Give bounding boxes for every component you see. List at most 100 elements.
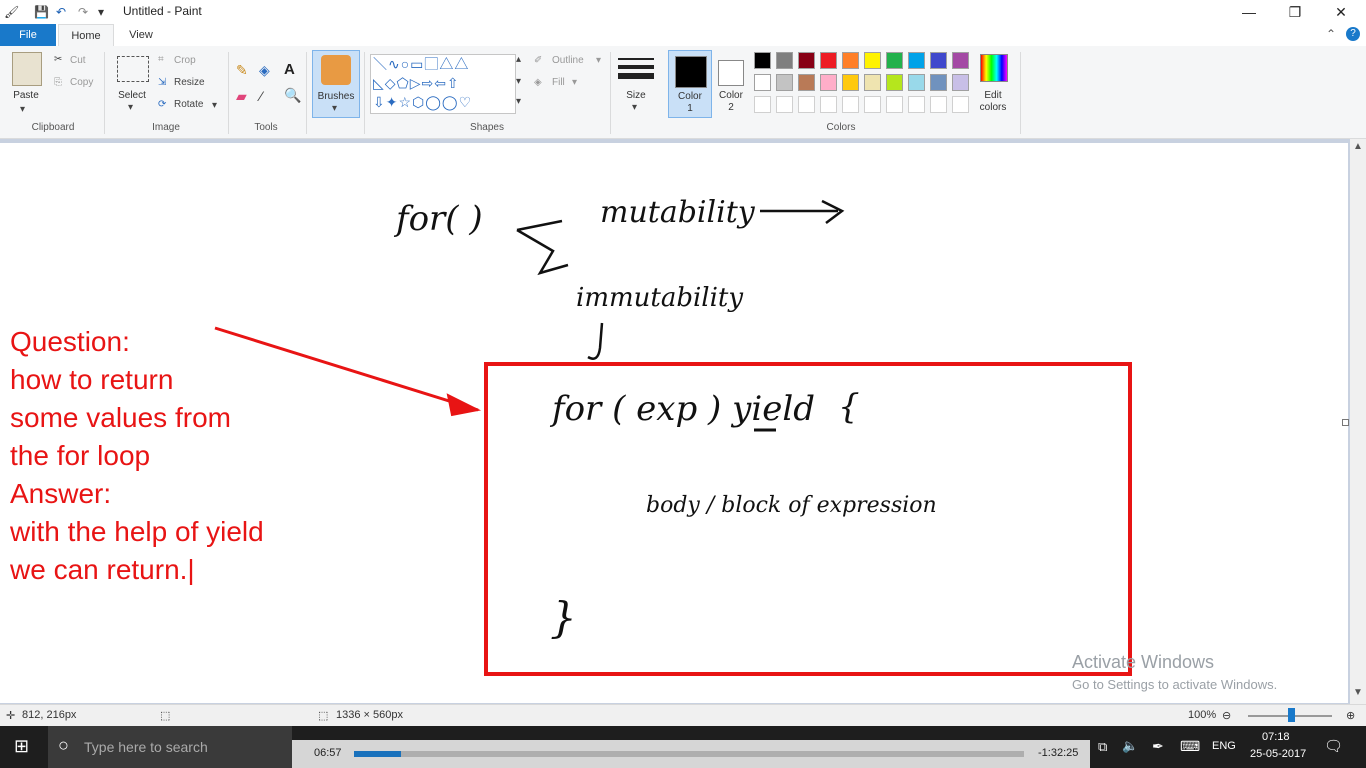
fill-bucket-icon[interactable]: ◈	[259, 62, 270, 78]
taskbar-clock-time[interactable]: 07:18	[1262, 731, 1290, 743]
volume-icon[interactable]: 🔈	[1122, 738, 1139, 753]
color-swatch[interactable]	[864, 96, 881, 113]
color-swatch[interactable]	[820, 96, 837, 113]
paste-button[interactable]: Paste	[13, 90, 39, 101]
brushes-button[interactable]: Brushes ▾	[312, 50, 360, 118]
shapes-expand-icon[interactable]: ▾	[516, 96, 522, 107]
size-icon[interactable]	[618, 56, 654, 84]
color-swatch[interactable]	[930, 74, 947, 91]
color-swatch[interactable]	[886, 74, 903, 91]
edit-colors-icon[interactable]	[980, 54, 1008, 82]
outline-dropdown-icon[interactable]: ▾	[596, 55, 602, 66]
resize-button[interactable]: Resize	[174, 77, 205, 88]
select-icon[interactable]	[117, 56, 149, 82]
color-swatch[interactable]	[820, 52, 837, 69]
color-swatch[interactable]	[842, 74, 859, 91]
restore-button[interactable]: ❐	[1288, 4, 1302, 20]
vertical-scrollbar[interactable]: ▲ ▼	[1350, 139, 1366, 704]
color-swatch[interactable]	[908, 52, 925, 69]
cut-button[interactable]: Cut	[70, 55, 86, 66]
color-swatch[interactable]	[754, 52, 771, 69]
outline-button[interactable]: Outline	[552, 55, 584, 66]
color-swatch[interactable]	[952, 74, 969, 91]
pencil-icon[interactable]: ✎	[236, 62, 248, 78]
color-swatch[interactable]	[886, 96, 903, 113]
save-icon[interactable]: 💾	[34, 5, 49, 19]
close-button[interactable]: ✕	[1335, 4, 1347, 20]
zoom-out-icon[interactable]: ⊖	[1222, 710, 1232, 722]
action-center-icon[interactable]: 🗨	[1324, 738, 1344, 755]
color-swatch[interactable]	[776, 74, 793, 91]
copy-icon[interactable]: ⎘	[54, 77, 62, 88]
rotate-dropdown-icon[interactable]: ▾	[212, 100, 218, 111]
redo-icon[interactable]: ↷	[78, 5, 89, 19]
color-swatch[interactable]	[886, 52, 903, 69]
color-swatch[interactable]	[776, 96, 793, 113]
color-swatch[interactable]	[798, 96, 815, 113]
keyboard-icon[interactable]: ⌨	[1180, 738, 1201, 754]
fill-icon[interactable]: ◈	[534, 77, 542, 88]
magnifier-icon[interactable]: 🔍	[284, 87, 302, 103]
taskbar-search-box[interactable]: ○ Type here to search	[48, 726, 292, 768]
windows-start-icon[interactable]: ⊞	[14, 736, 30, 756]
color-swatch[interactable]	[930, 52, 947, 69]
scroll-up-icon[interactable]: ▲	[1353, 141, 1363, 152]
text-tool-icon[interactable]: A	[284, 61, 295, 78]
zoom-in-icon[interactable]: ⊕	[1346, 710, 1356, 722]
crop-icon[interactable]: ⌗	[158, 54, 164, 65]
select-button[interactable]: Select	[118, 90, 146, 101]
copy-button[interactable]: Copy	[70, 77, 94, 88]
network-icon[interactable]: ⧉	[1098, 739, 1108, 754]
color-swatch[interactable]	[952, 96, 969, 113]
video-progress-track[interactable]	[354, 751, 1024, 757]
outline-icon[interactable]: ✐	[534, 55, 543, 66]
shapes-scroll-down-icon[interactable]: ▾	[516, 76, 522, 87]
color-swatch[interactable]	[864, 74, 881, 91]
color-swatch[interactable]	[776, 52, 793, 69]
color-swatch[interactable]	[842, 52, 859, 69]
color-swatch[interactable]	[820, 74, 837, 91]
paste-icon[interactable]	[12, 52, 42, 86]
tab-file[interactable]: File	[0, 24, 56, 46]
collapse-ribbon-icon[interactable]: ⌃	[1326, 27, 1337, 41]
drawing-canvas[interactable]: for( ) mutability immutability for ( exp…	[0, 143, 1349, 703]
color-swatch[interactable]	[798, 52, 815, 69]
taskbar-clock-date[interactable]: 25-05-2017	[1250, 748, 1307, 760]
resize-icon[interactable]: ⇲	[158, 77, 167, 88]
minimize-button[interactable]: —	[1242, 4, 1256, 20]
color-swatch[interactable]	[842, 96, 859, 113]
color1-button[interactable]: Color 1	[668, 50, 712, 118]
fill-dropdown-icon[interactable]: ▾	[572, 77, 578, 88]
size-button[interactable]: Size	[626, 90, 646, 101]
zoom-slider-thumb[interactable]	[1288, 708, 1295, 722]
fill-button[interactable]: Fill	[552, 77, 565, 88]
tab-home[interactable]: Home	[58, 24, 114, 47]
canvas-resize-handle[interactable]	[1342, 419, 1349, 426]
edit-colors-label-1[interactable]: Edit	[984, 90, 1002, 101]
shapes-gallery[interactable]: ＼∿○▭▢△△◺◇⬠▷⇨⇦⇧⇩✦☆⬡◯◯♡	[370, 54, 516, 114]
select-dropdown-icon[interactable]: ▾	[128, 102, 134, 113]
undo-icon[interactable]: ↶	[56, 5, 67, 19]
color-swatch[interactable]	[754, 96, 771, 113]
rotate-icon[interactable]: ⟳	[158, 99, 167, 110]
edit-colors-label-2[interactable]: colors	[979, 102, 1007, 113]
eraser-icon[interactable]: ▰	[236, 88, 247, 104]
color-swatch[interactable]	[754, 74, 771, 91]
video-player-controls[interactable]: 06:57 -1:32:25	[292, 740, 1090, 768]
shapes-scroll-up-icon[interactable]: ▴	[516, 54, 522, 65]
pen-icon[interactable]: ✒	[1152, 738, 1164, 754]
color-picker-icon[interactable]: ⁄	[260, 88, 263, 104]
color-swatch[interactable]	[930, 96, 947, 113]
tab-view[interactable]: View	[129, 29, 153, 41]
color-swatch[interactable]	[908, 74, 925, 91]
help-icon[interactable]: ?	[1346, 27, 1360, 41]
cut-icon[interactable]: ✂	[54, 54, 63, 65]
scroll-down-icon[interactable]: ▼	[1353, 687, 1363, 698]
size-dropdown-icon[interactable]: ▾	[632, 102, 638, 113]
color2-button[interactable]: Color 2	[710, 50, 752, 116]
rotate-button[interactable]: Rotate	[174, 99, 204, 110]
color-swatch[interactable]	[908, 96, 925, 113]
paste-dropdown-icon[interactable]: ▾	[20, 104, 26, 115]
input-language[interactable]: ENG	[1212, 740, 1236, 752]
customize-quick-access-icon[interactable]: ▾	[98, 5, 105, 19]
